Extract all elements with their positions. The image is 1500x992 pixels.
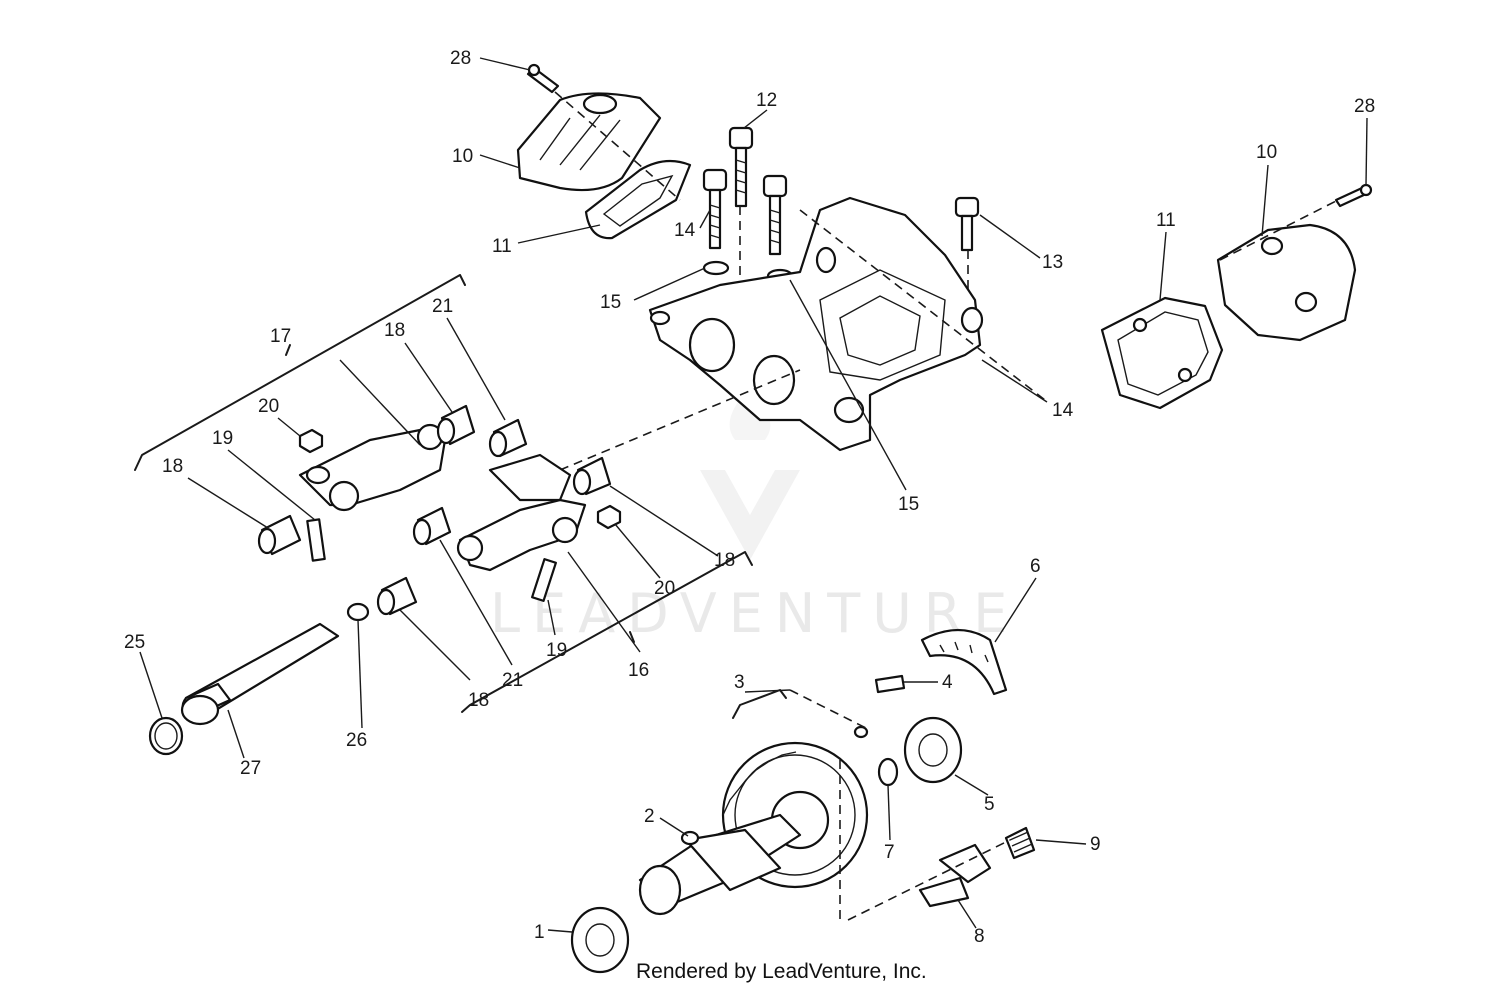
rendered-by-caption: Rendered by LeadVenture, Inc. bbox=[636, 960, 927, 983]
callout-26: 26 bbox=[346, 730, 367, 751]
callout-17: 17 bbox=[270, 326, 291, 347]
callout-12: 12 bbox=[756, 90, 777, 111]
callout-9: 9 bbox=[1090, 834, 1101, 855]
callout-8: 8 bbox=[974, 926, 985, 947]
camshaft bbox=[638, 813, 802, 916]
callout-11-right: 11 bbox=[1156, 210, 1176, 231]
callout-21-a: 21 bbox=[432, 296, 453, 317]
callout-18-c: 18 bbox=[714, 550, 735, 571]
screw-28-right bbox=[1334, 183, 1373, 208]
callout-15-right: 15 bbox=[898, 494, 919, 515]
callout-10-top: 10 bbox=[452, 146, 473, 167]
bolt-14-right bbox=[762, 174, 794, 284]
nuts bbox=[298, 428, 622, 530]
callout-18-b: 18 bbox=[162, 456, 183, 477]
callout-13: 13 bbox=[1042, 252, 1063, 273]
callout-16: 16 bbox=[628, 660, 649, 681]
callout-5: 5 bbox=[984, 794, 995, 815]
callout-4: 4 bbox=[942, 672, 953, 693]
bushings bbox=[257, 404, 612, 616]
adjusting-screws bbox=[306, 518, 557, 602]
callout-25: 25 bbox=[124, 632, 145, 653]
bracket-16 bbox=[461, 551, 753, 713]
watermark-text: LEADVENTURE bbox=[490, 582, 1019, 645]
callout-15-left: 15 bbox=[600, 292, 621, 313]
lever-8 bbox=[918, 843, 992, 908]
rocker-arm-left bbox=[298, 423, 447, 512]
callout-18-a: 18 bbox=[384, 320, 405, 341]
callout-27: 27 bbox=[240, 758, 261, 779]
bolt-14-left bbox=[702, 168, 730, 276]
gasket-right bbox=[1100, 296, 1224, 410]
bracket-3 bbox=[732, 689, 787, 719]
callout-7: 7 bbox=[884, 842, 895, 863]
callout-19-b: 19 bbox=[546, 640, 567, 661]
callouts: 28 10 11 12 14 15 13 14 15 28 10 11 17 1… bbox=[124, 48, 1375, 947]
washer-7 bbox=[877, 757, 899, 787]
o-ring bbox=[148, 716, 184, 756]
callout-11-top: 11 bbox=[492, 236, 512, 257]
bolt-13 bbox=[954, 196, 980, 252]
callout-14-left: 14 bbox=[674, 220, 696, 241]
callout-1: 1 bbox=[534, 922, 545, 943]
callout-2: 2 bbox=[644, 806, 655, 827]
callout-28-top: 28 bbox=[450, 48, 471, 69]
bearing-1 bbox=[570, 906, 630, 974]
bearing-5 bbox=[903, 716, 963, 784]
rocker-arm-right bbox=[456, 453, 587, 572]
bolt-12 bbox=[728, 126, 754, 208]
bracket-17 bbox=[134, 274, 466, 471]
gasket-top bbox=[584, 159, 692, 240]
leader-lines bbox=[139, 57, 1368, 933]
cover-plate-right bbox=[1216, 223, 1357, 342]
callout-14-right: 14 bbox=[1052, 400, 1074, 421]
callout-28-right: 28 bbox=[1354, 96, 1375, 117]
callout-21-b: 21 bbox=[502, 670, 523, 691]
weight-6 bbox=[920, 629, 1008, 696]
callout-20-a: 20 bbox=[258, 396, 279, 417]
callout-19-a: 19 bbox=[212, 428, 233, 449]
callout-3: 3 bbox=[734, 672, 745, 693]
rocker-shaft bbox=[180, 602, 370, 726]
callout-18-d: 18 bbox=[468, 690, 489, 711]
screw-28-top bbox=[526, 63, 560, 94]
cover-plate-top bbox=[516, 92, 662, 192]
spring-9 bbox=[1004, 826, 1036, 860]
callout-6: 6 bbox=[1030, 556, 1041, 577]
pin-4 bbox=[853, 674, 906, 739]
callout-20-b: 20 bbox=[654, 578, 675, 599]
callout-10-right: 10 bbox=[1256, 142, 1277, 163]
